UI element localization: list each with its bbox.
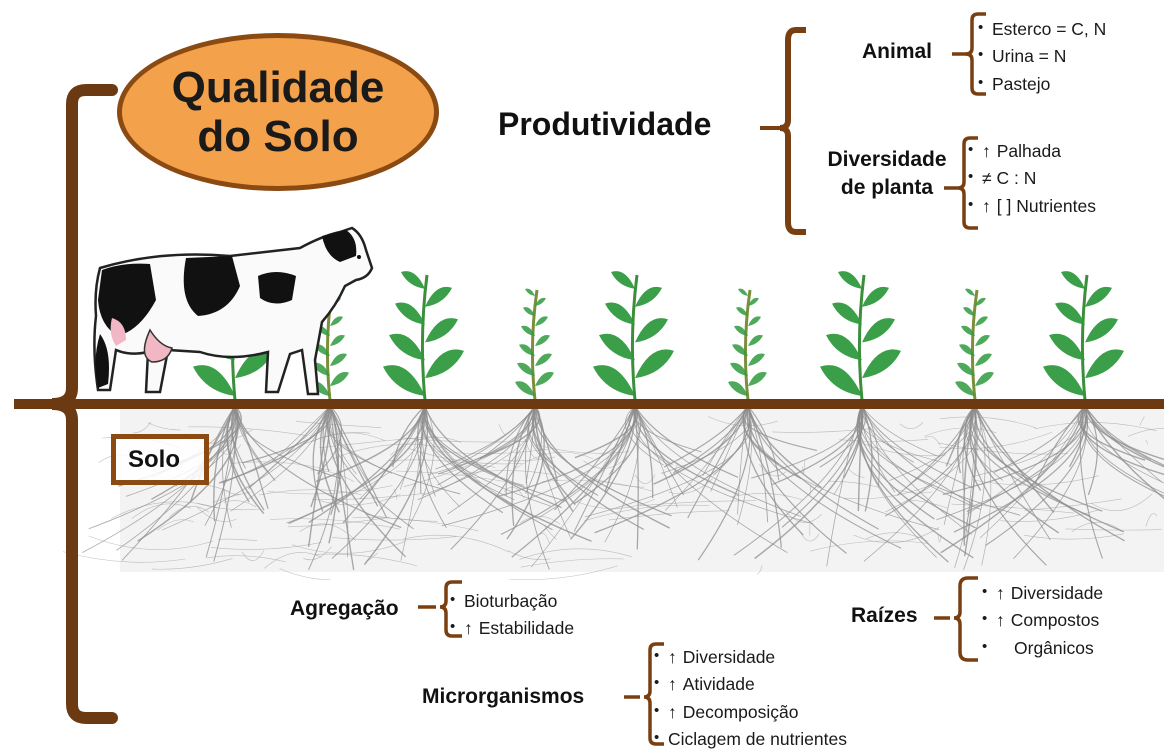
up-arrow-icon: ↑ <box>464 618 473 639</box>
up-arrow-icon: ↑ <box>996 610 1005 631</box>
title-line-2: do Solo <box>197 112 359 161</box>
root-system-illustration <box>63 405 1164 581</box>
animal-label: Animal <box>862 40 933 63</box>
agregacao-label: Agregação <box>290 597 399 620</box>
up-arrow-icon: ↑ <box>668 647 677 667</box>
main-bracket <box>51 84 118 724</box>
solo-label-box: Solo <box>111 434 209 485</box>
agregacao-list: Bioturbação ↑Estabilidade <box>448 588 574 643</box>
list-item: ↑Diversidade <box>980 580 1103 607</box>
list-item: Orgânicos <box>980 635 1103 662</box>
list-item: ↑Compostos <box>980 607 1103 634</box>
list-item: Urina = N <box>976 43 1106 70</box>
microrganismos-list: ↑Diversidade ↑Atividade ↑Decomposição Ci… <box>652 644 847 753</box>
list-item: ≠ C : N <box>966 165 1096 192</box>
up-arrow-icon: ↑ <box>982 195 991 216</box>
diversidade-list: ↑Palhada ≠ C : N ↑[ ] Nutrientes <box>966 138 1096 220</box>
list-item: Bioturbação <box>448 588 574 615</box>
up-arrow-icon: ↑ <box>982 141 991 161</box>
up-arrow-icon: ↑ <box>668 674 677 695</box>
list-item: Ciclagem de nutrientes <box>652 726 847 753</box>
diversidade-de-planta-label: Diversidade de planta <box>827 148 947 200</box>
list-item: ↑Atividade <box>652 671 847 698</box>
solo-label: Solo <box>128 445 180 473</box>
raizes-label: Raízes <box>851 604 918 627</box>
cow-illustration <box>93 226 374 396</box>
list-item: ↑Estabilidade <box>448 615 574 642</box>
list-item: ↑[ ] Nutrientes <box>966 193 1096 220</box>
produtividade-label: Produtividade <box>498 106 712 142</box>
up-arrow-icon: ↑ <box>996 583 1005 603</box>
list-item: ↑Decomposição <box>652 699 847 726</box>
title-ellipse: Qualidade do Solo <box>117 33 439 191</box>
list-item: Pastejo <box>976 71 1106 98</box>
list-item: Esterco = C, N <box>976 16 1106 43</box>
raizes-list: ↑Diversidade ↑Compostos Orgânicos <box>980 580 1103 662</box>
list-item: ↑Palhada <box>966 138 1096 165</box>
microrganismos-label: Microrganismos <box>422 685 585 708</box>
animal-list: Esterco = C, N Urina = N Pastejo <box>976 16 1106 98</box>
up-arrow-icon: ↑ <box>668 701 677 722</box>
title-line-1: Qualidade <box>171 62 385 112</box>
list-item: ↑Diversidade <box>652 644 847 671</box>
